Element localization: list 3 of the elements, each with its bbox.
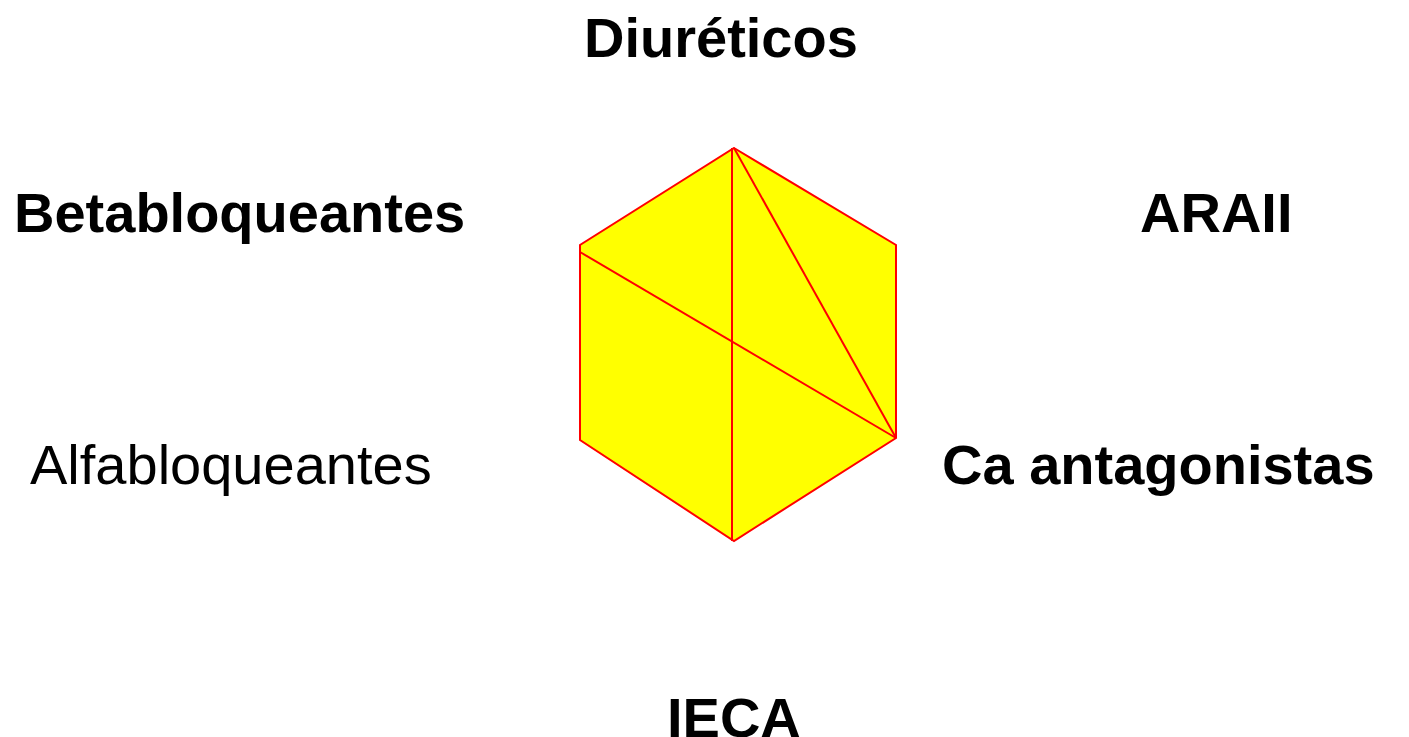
drug-class-label: ARAII [1140,185,1293,241]
drug-class-label: Diuréticos [584,10,858,66]
drug-class-label: IECA [667,690,801,737]
